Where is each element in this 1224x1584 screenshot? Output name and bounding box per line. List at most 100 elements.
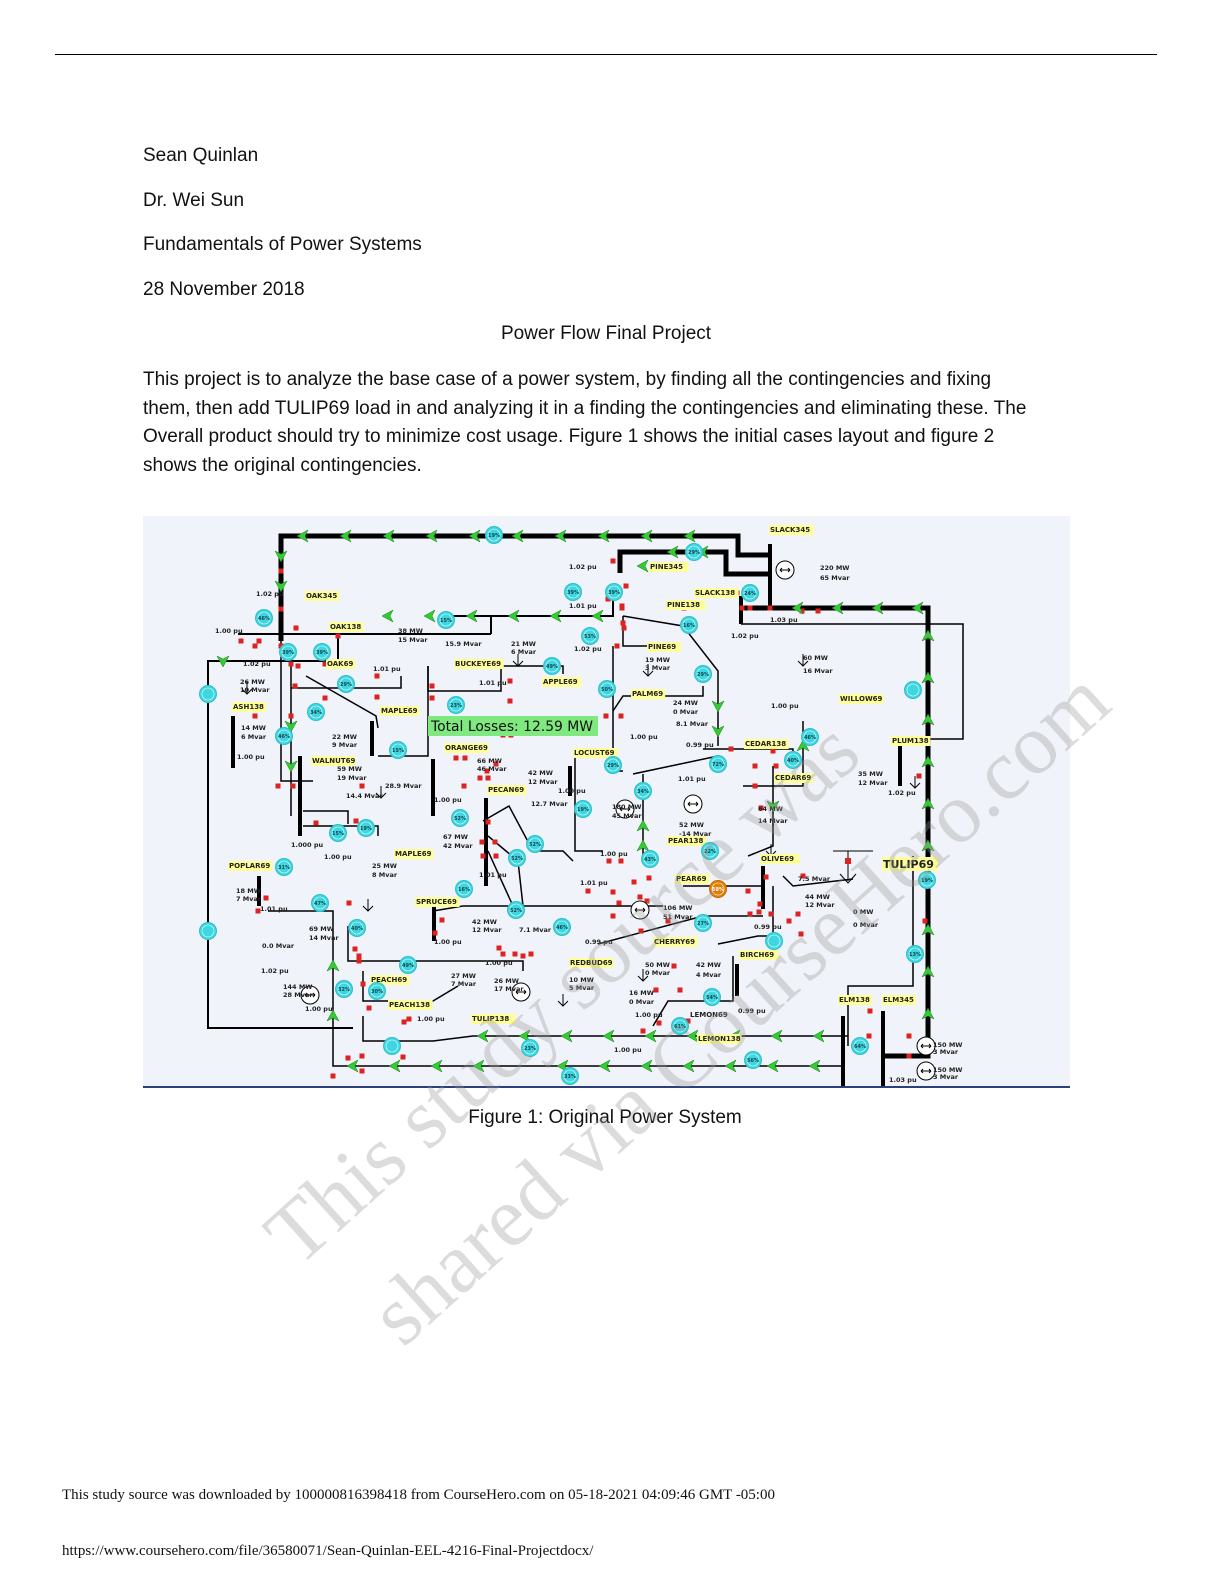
- breaker-icon[interactable]: [345, 1055, 351, 1061]
- breaker-icon[interactable]: [618, 713, 624, 719]
- breaker-icon[interactable]: [374, 673, 380, 679]
- breaker-icon[interactable]: [585, 888, 591, 894]
- breaker-icon[interactable]: [520, 953, 526, 959]
- line-loading-gauge[interactable]: 15%: [389, 741, 407, 759]
- line-loading-gauge[interactable]: 29%: [337, 675, 355, 693]
- line-loading-gauge[interactable]: [383, 1037, 401, 1055]
- breaker-icon[interactable]: [359, 1068, 365, 1074]
- breaker-icon[interactable]: [453, 755, 459, 761]
- breaker-icon[interactable]: [295, 663, 301, 669]
- breaker-icon[interactable]: [461, 783, 467, 789]
- breaker-icon[interactable]: [757, 901, 763, 907]
- breaker-icon[interactable]: [432, 930, 438, 936]
- breaker-icon[interactable]: [507, 698, 513, 704]
- breaker-icon[interactable]: [359, 783, 365, 789]
- line-loading-gauge[interactable]: 23%: [521, 1039, 539, 1057]
- breaker-icon[interactable]: [619, 605, 625, 611]
- breaker-icon[interactable]: [867, 1008, 873, 1014]
- line-loading-gauge[interactable]: 50%: [598, 680, 616, 698]
- line-loading-gauge[interactable]: 49%: [543, 657, 561, 675]
- generator-icon[interactable]: [916, 1036, 936, 1056]
- breaker-icon[interactable]: [799, 608, 805, 614]
- line-loading-gauge[interactable]: 13%: [906, 945, 924, 963]
- generator-icon[interactable]: [615, 799, 635, 819]
- generator-icon[interactable]: [683, 794, 703, 814]
- breaker-icon[interactable]: [252, 713, 258, 719]
- breaker-icon[interactable]: [322, 661, 328, 667]
- breaker-icon[interactable]: [606, 858, 612, 864]
- breaker-icon[interactable]: [439, 917, 445, 923]
- breaker-icon[interactable]: [637, 894, 643, 900]
- breaker-icon[interactable]: [752, 763, 758, 769]
- line-loading-gauge[interactable]: 34%: [307, 703, 325, 721]
- breaker-icon[interactable]: [238, 638, 244, 644]
- breaker-icon[interactable]: [739, 605, 745, 611]
- breaker-icon[interactable]: [275, 783, 281, 789]
- line-loading-gauge[interactable]: 52%: [507, 901, 525, 919]
- breaker-icon[interactable]: [728, 746, 734, 752]
- breaker-icon[interactable]: [429, 683, 435, 689]
- line-loading-gauge[interactable]: 64%: [851, 1037, 869, 1055]
- breaker-icon[interactable]: [479, 839, 485, 845]
- breaker-icon[interactable]: [313, 820, 319, 826]
- line-loading-gauge[interactable]: 61%: [671, 1017, 689, 1035]
- generator-icon[interactable]: [916, 1061, 936, 1081]
- breaker-icon[interactable]: [640, 1028, 646, 1034]
- breaker-icon[interactable]: [685, 1018, 691, 1024]
- line-loading-gauge[interactable]: 46%: [801, 728, 819, 746]
- line-loading-gauge[interactable]: 88%: [709, 880, 727, 898]
- breaker-icon[interactable]: [758, 805, 764, 811]
- line-loading-gauge[interactable]: 72%: [709, 755, 727, 773]
- breaker-icon[interactable]: [605, 596, 611, 602]
- breaker-icon[interactable]: [493, 853, 499, 859]
- breaker-icon[interactable]: [278, 568, 284, 574]
- line-loading-gauge[interactable]: 40%: [348, 919, 366, 937]
- line-loading-gauge[interactable]: 19%: [357, 819, 375, 837]
- breaker-icon[interactable]: [360, 981, 366, 987]
- breaker-icon[interactable]: [356, 953, 362, 959]
- breaker-icon[interactable]: [400, 1054, 406, 1060]
- breaker-icon[interactable]: [798, 931, 804, 937]
- line-loading-gauge[interactable]: 30%: [368, 982, 386, 1000]
- line-loading-gauge[interactable]: 54%: [703, 988, 721, 1006]
- breaker-icon[interactable]: [767, 605, 773, 611]
- breaker-icon[interactable]: [747, 911, 753, 917]
- line-loading-gauge[interactable]: 23%: [447, 696, 465, 714]
- line-loading-gauge[interactable]: 29%: [604, 756, 622, 774]
- breaker-icon[interactable]: [492, 839, 498, 845]
- line-loading-gauge[interactable]: 24%: [741, 584, 759, 602]
- breaker-icon[interactable]: [620, 620, 626, 626]
- breaker-icon[interactable]: [330, 1073, 336, 1079]
- breaker-icon[interactable]: [356, 958, 362, 964]
- line-loading-gauge[interactable]: 52%: [451, 809, 469, 827]
- line-loading-gauge[interactable]: 43%: [641, 850, 659, 868]
- line-loading-gauge[interactable]: 31%: [275, 858, 293, 876]
- breaker-icon[interactable]: [665, 918, 671, 924]
- breaker-icon[interactable]: [621, 625, 627, 631]
- line-loading-gauge[interactable]: 22%: [701, 842, 719, 860]
- breaker-icon[interactable]: [644, 898, 650, 904]
- breaker-icon[interactable]: [752, 783, 758, 789]
- breaker-icon[interactable]: [346, 900, 352, 906]
- breaker-icon[interactable]: [866, 1033, 872, 1039]
- breaker-icon[interactable]: [618, 858, 624, 864]
- breaker-icon[interactable]: [773, 763, 779, 769]
- breaker-icon[interactable]: [610, 558, 616, 564]
- line-loading-gauge[interactable]: 53%: [581, 627, 599, 645]
- breaker-icon[interactable]: [485, 819, 491, 825]
- breaker-icon[interactable]: [795, 911, 801, 917]
- breaker-icon[interactable]: [631, 879, 637, 885]
- breaker-icon[interactable]: [656, 1020, 662, 1026]
- generator-icon[interactable]: [630, 900, 650, 920]
- breaker-icon[interactable]: [671, 963, 677, 969]
- line-loading-gauge[interactable]: 46%: [553, 918, 571, 936]
- breaker-icon[interactable]: [292, 683, 298, 689]
- breaker-icon[interactable]: [747, 605, 753, 611]
- breaker-icon[interactable]: [653, 987, 659, 993]
- breaker-icon[interactable]: [800, 873, 806, 879]
- breaker-icon[interactable]: [352, 946, 358, 952]
- breaker-icon[interactable]: [322, 695, 328, 701]
- breaker-icon[interactable]: [263, 895, 269, 901]
- line-loading-gauge[interactable]: 39%: [605, 583, 623, 601]
- breaker-icon[interactable]: [646, 875, 652, 881]
